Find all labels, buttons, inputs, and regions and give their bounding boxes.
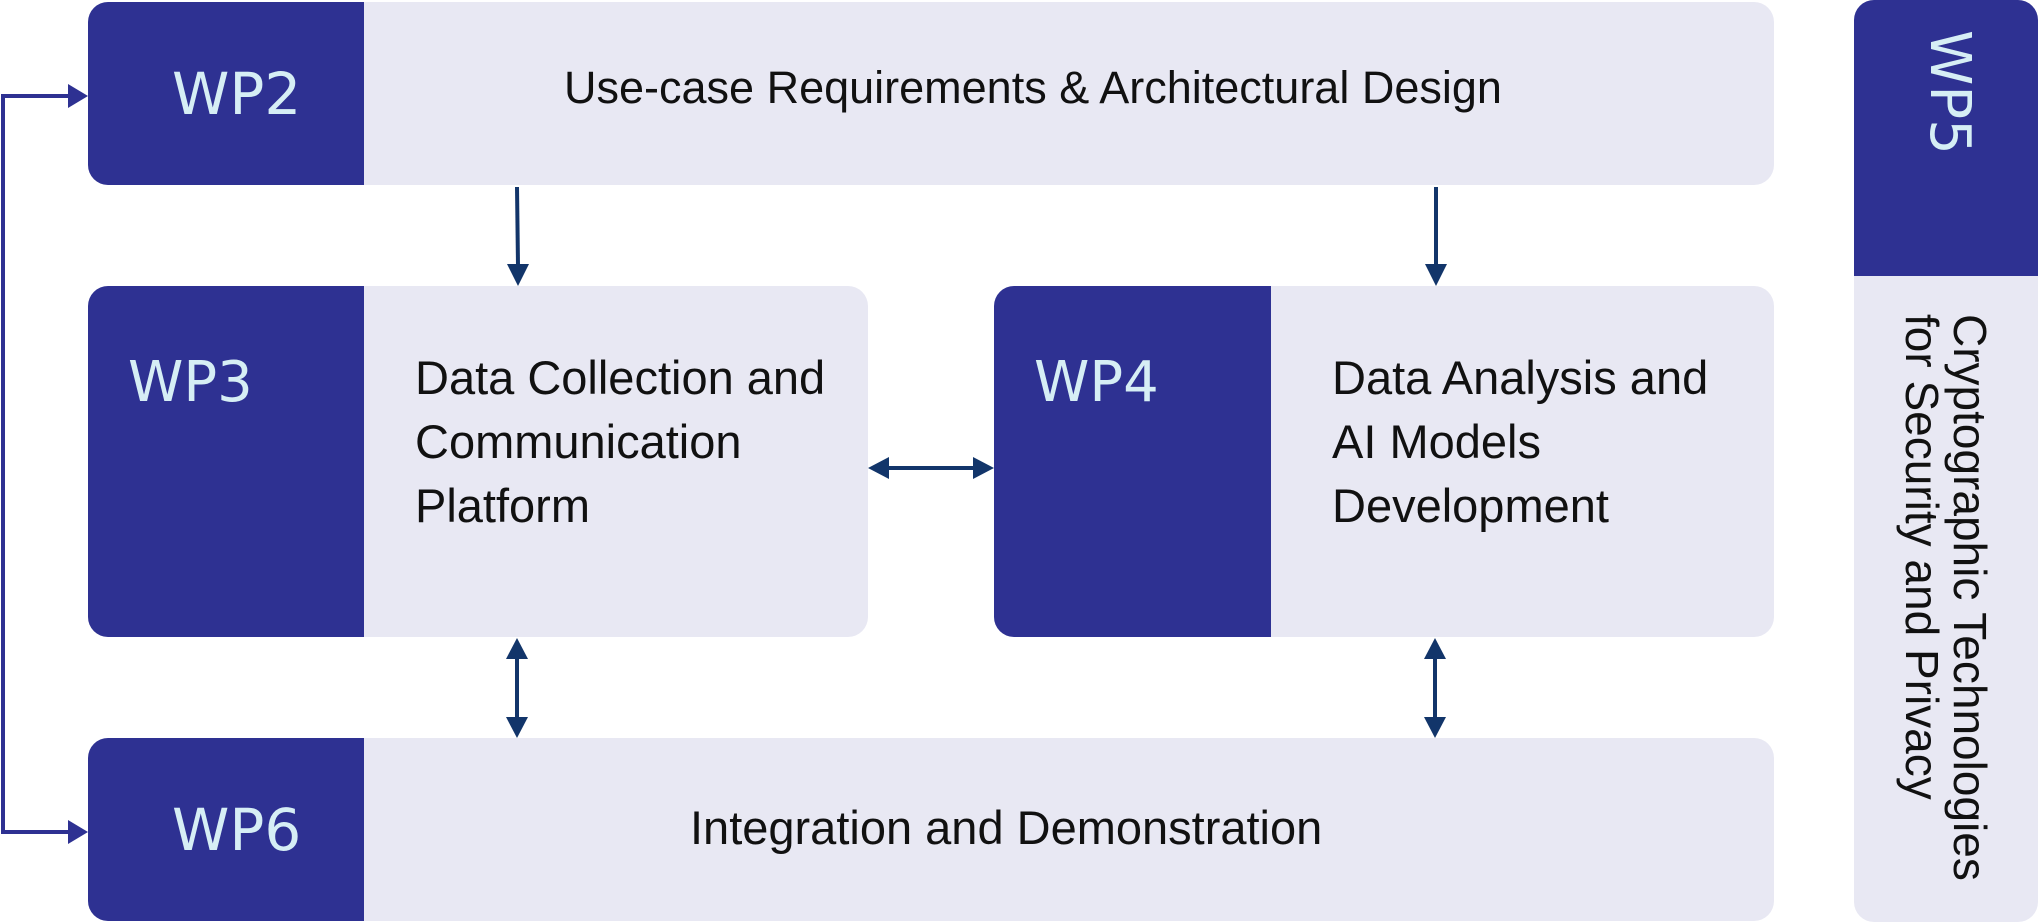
- wp6-box: WP6 Integration and Demonstration: [88, 738, 1774, 921]
- wp6-title: Integration and Demonstration: [690, 801, 1323, 854]
- arrow-wp3-wp6-bidirectional: [506, 638, 528, 738]
- wp4-id: WP4: [1034, 350, 1159, 415]
- wp4-label-panel: WP4: [994, 286, 1271, 637]
- wp4-title-line: AI Models: [1332, 415, 1541, 468]
- wp6-label-panel: WP6: [88, 738, 364, 921]
- wp3-title-line: Platform: [415, 479, 590, 532]
- arrow-wp3-wp4-bidirectional: [868, 457, 994, 479]
- arrow-wp2-to-wp3: [507, 186, 529, 286]
- wp4-title-line: Development: [1332, 479, 1609, 532]
- wp2-label-panel: WP2: [88, 2, 364, 185]
- loop-arrowhead-wp6: [68, 820, 88, 844]
- wp2-title: Use-case Requirements & Architectural De…: [564, 62, 1502, 113]
- wp4-title: Data Analysis and AI Models Development: [1332, 346, 1708, 538]
- wp3-label-panel: WP3: [88, 286, 364, 637]
- wp3-id: WP3: [128, 350, 253, 415]
- wp3-title: Data Collection and Communication Platfo…: [415, 346, 825, 538]
- wp5-box: WP5 Cryptographic Technologies for Secur…: [1854, 0, 2038, 922]
- arrow-wp2-to-wp4: [1425, 187, 1447, 286]
- wp3-box: WP3 Data Collection and Communication Pl…: [88, 286, 868, 637]
- wp5-label-panel: WP5: [1854, 0, 2038, 276]
- wp3-title-line: Data Collection and: [415, 351, 826, 404]
- wp4-box: WP4 Data Analysis and AI Models Developm…: [994, 286, 1774, 637]
- wp3-title-line: Communication: [415, 415, 742, 468]
- feedback-loop-connector: [1, 84, 88, 844]
- wp4-title-line: Data Analysis and: [1332, 351, 1709, 404]
- wp2-box: WP2 Use-case Requirements & Architectura…: [88, 2, 1774, 185]
- wp2-id: WP2: [172, 60, 302, 128]
- arrow-wp4-wp6-bidirectional: [1424, 638, 1446, 738]
- wp6-id: WP6: [172, 796, 302, 864]
- loop-arrowhead-wp2: [68, 84, 88, 108]
